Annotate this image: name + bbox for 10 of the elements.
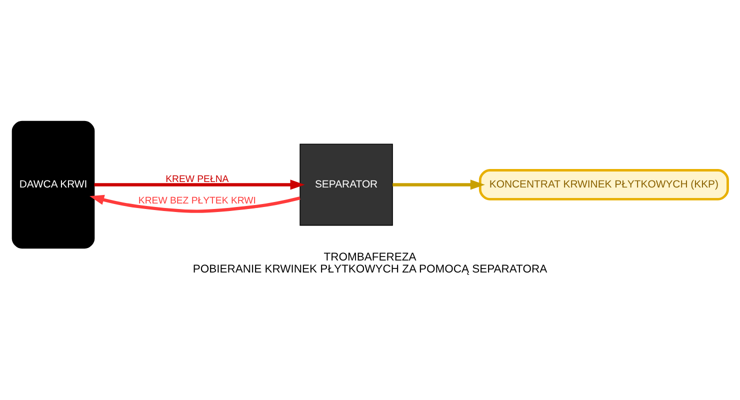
- node-box: KONCENTRAT KRWINEK PŁYTKOWYCH (KKP): [478, 169, 729, 200]
- edge-label: KREW BEZ PŁYTEK KRWI: [138, 196, 256, 207]
- arrow: [94, 180, 305, 190]
- diagram-title: TROMBAFEREZA: [324, 251, 416, 264]
- arrow: [392, 180, 485, 190]
- node-box: SEPARATOR: [300, 144, 393, 226]
- arrow: [90, 194, 300, 213]
- caption: POBIERANIE KRWINEK PŁYTKOWYCH ZA POMOCĄ SEPARATORA: [192, 264, 548, 276]
- edge-label: KREW PEŁNA: [166, 174, 229, 185]
- node-box: DAWCA KRWI: [12, 120, 95, 249]
